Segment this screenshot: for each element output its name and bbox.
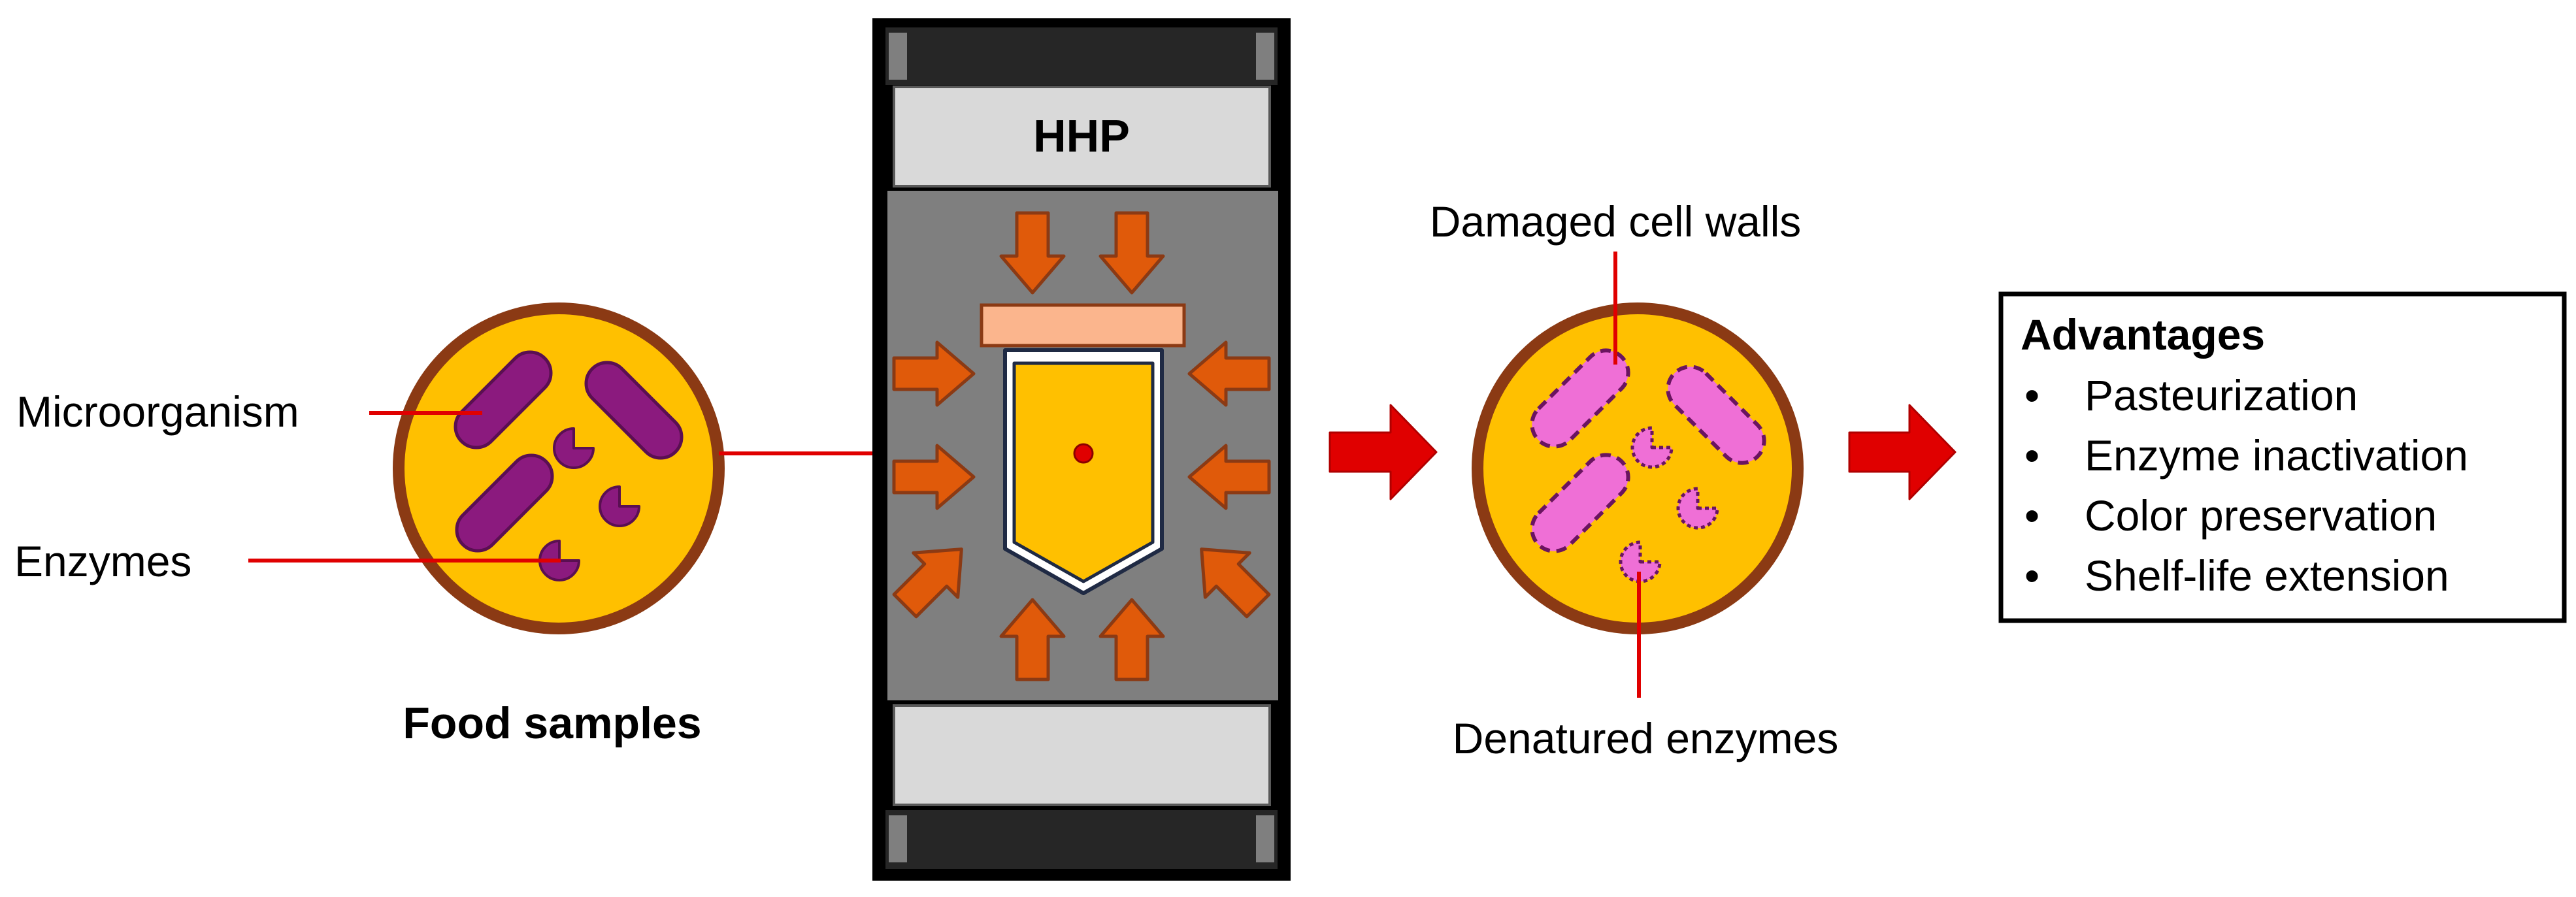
enzymes-label: Enzymes [14, 537, 191, 585]
hhp-vessel: HHP [872, 18, 1291, 881]
treated-sample-group: Damaged cell walls Denatured enzymes [1430, 197, 1839, 762]
sample-container [980, 303, 1186, 595]
advantage-bullet-1: • [2024, 371, 2039, 419]
microorganism-label: Microorganism [16, 387, 299, 436]
advantage-item-shelf-life-extension: Shelf-life extension [2085, 551, 2449, 600]
denatured-enzymes-label: Denatured enzymes [1453, 714, 1839, 762]
advantage-bullet-3: • [2024, 491, 2039, 540]
advantages-title: Advantages [2021, 310, 2265, 359]
advantage-item-enzyme-inactivation: Enzyme inactivation [2085, 431, 2468, 480]
vessel-top-cap [885, 27, 1278, 85]
advantage-item-pasteurization: Pasteurization [2085, 371, 2358, 419]
advantages-frame [1998, 291, 2567, 623]
flow-arrow-2 [1848, 404, 1957, 500]
vessel-bottom-plate [893, 704, 1271, 806]
damaged-cell-walls-label: Damaged cell walls [1430, 197, 1802, 246]
food-sample-group: Microorganism Enzymes Food samples [14, 302, 1082, 748]
sample-point [1073, 443, 1094, 464]
vessel-top-cap-bolt-left [889, 33, 907, 80]
vessel-bottom-cap-bolt-right [1256, 815, 1274, 862]
vessel-top-cap-bolt-right [1256, 33, 1274, 80]
flow-arrow-1 [1329, 404, 1438, 500]
advantage-bullet-4: • [2024, 551, 2039, 600]
advantages-box: Advantages • Pasteurization • Enzyme ina… [1998, 291, 2567, 623]
vessel-bottom-cap [885, 810, 1278, 869]
food-samples-title: Food samples [403, 698, 701, 748]
advantage-bullet-2: • [2024, 431, 2039, 480]
container-lid [980, 303, 1186, 348]
advantage-item-color-preservation: Color preservation [2085, 491, 2437, 540]
vessel-bottom-cap-bolt-left [889, 815, 907, 862]
vessel-top-plate [893, 86, 1271, 188]
hhp-title: HHP [1033, 110, 1130, 161]
